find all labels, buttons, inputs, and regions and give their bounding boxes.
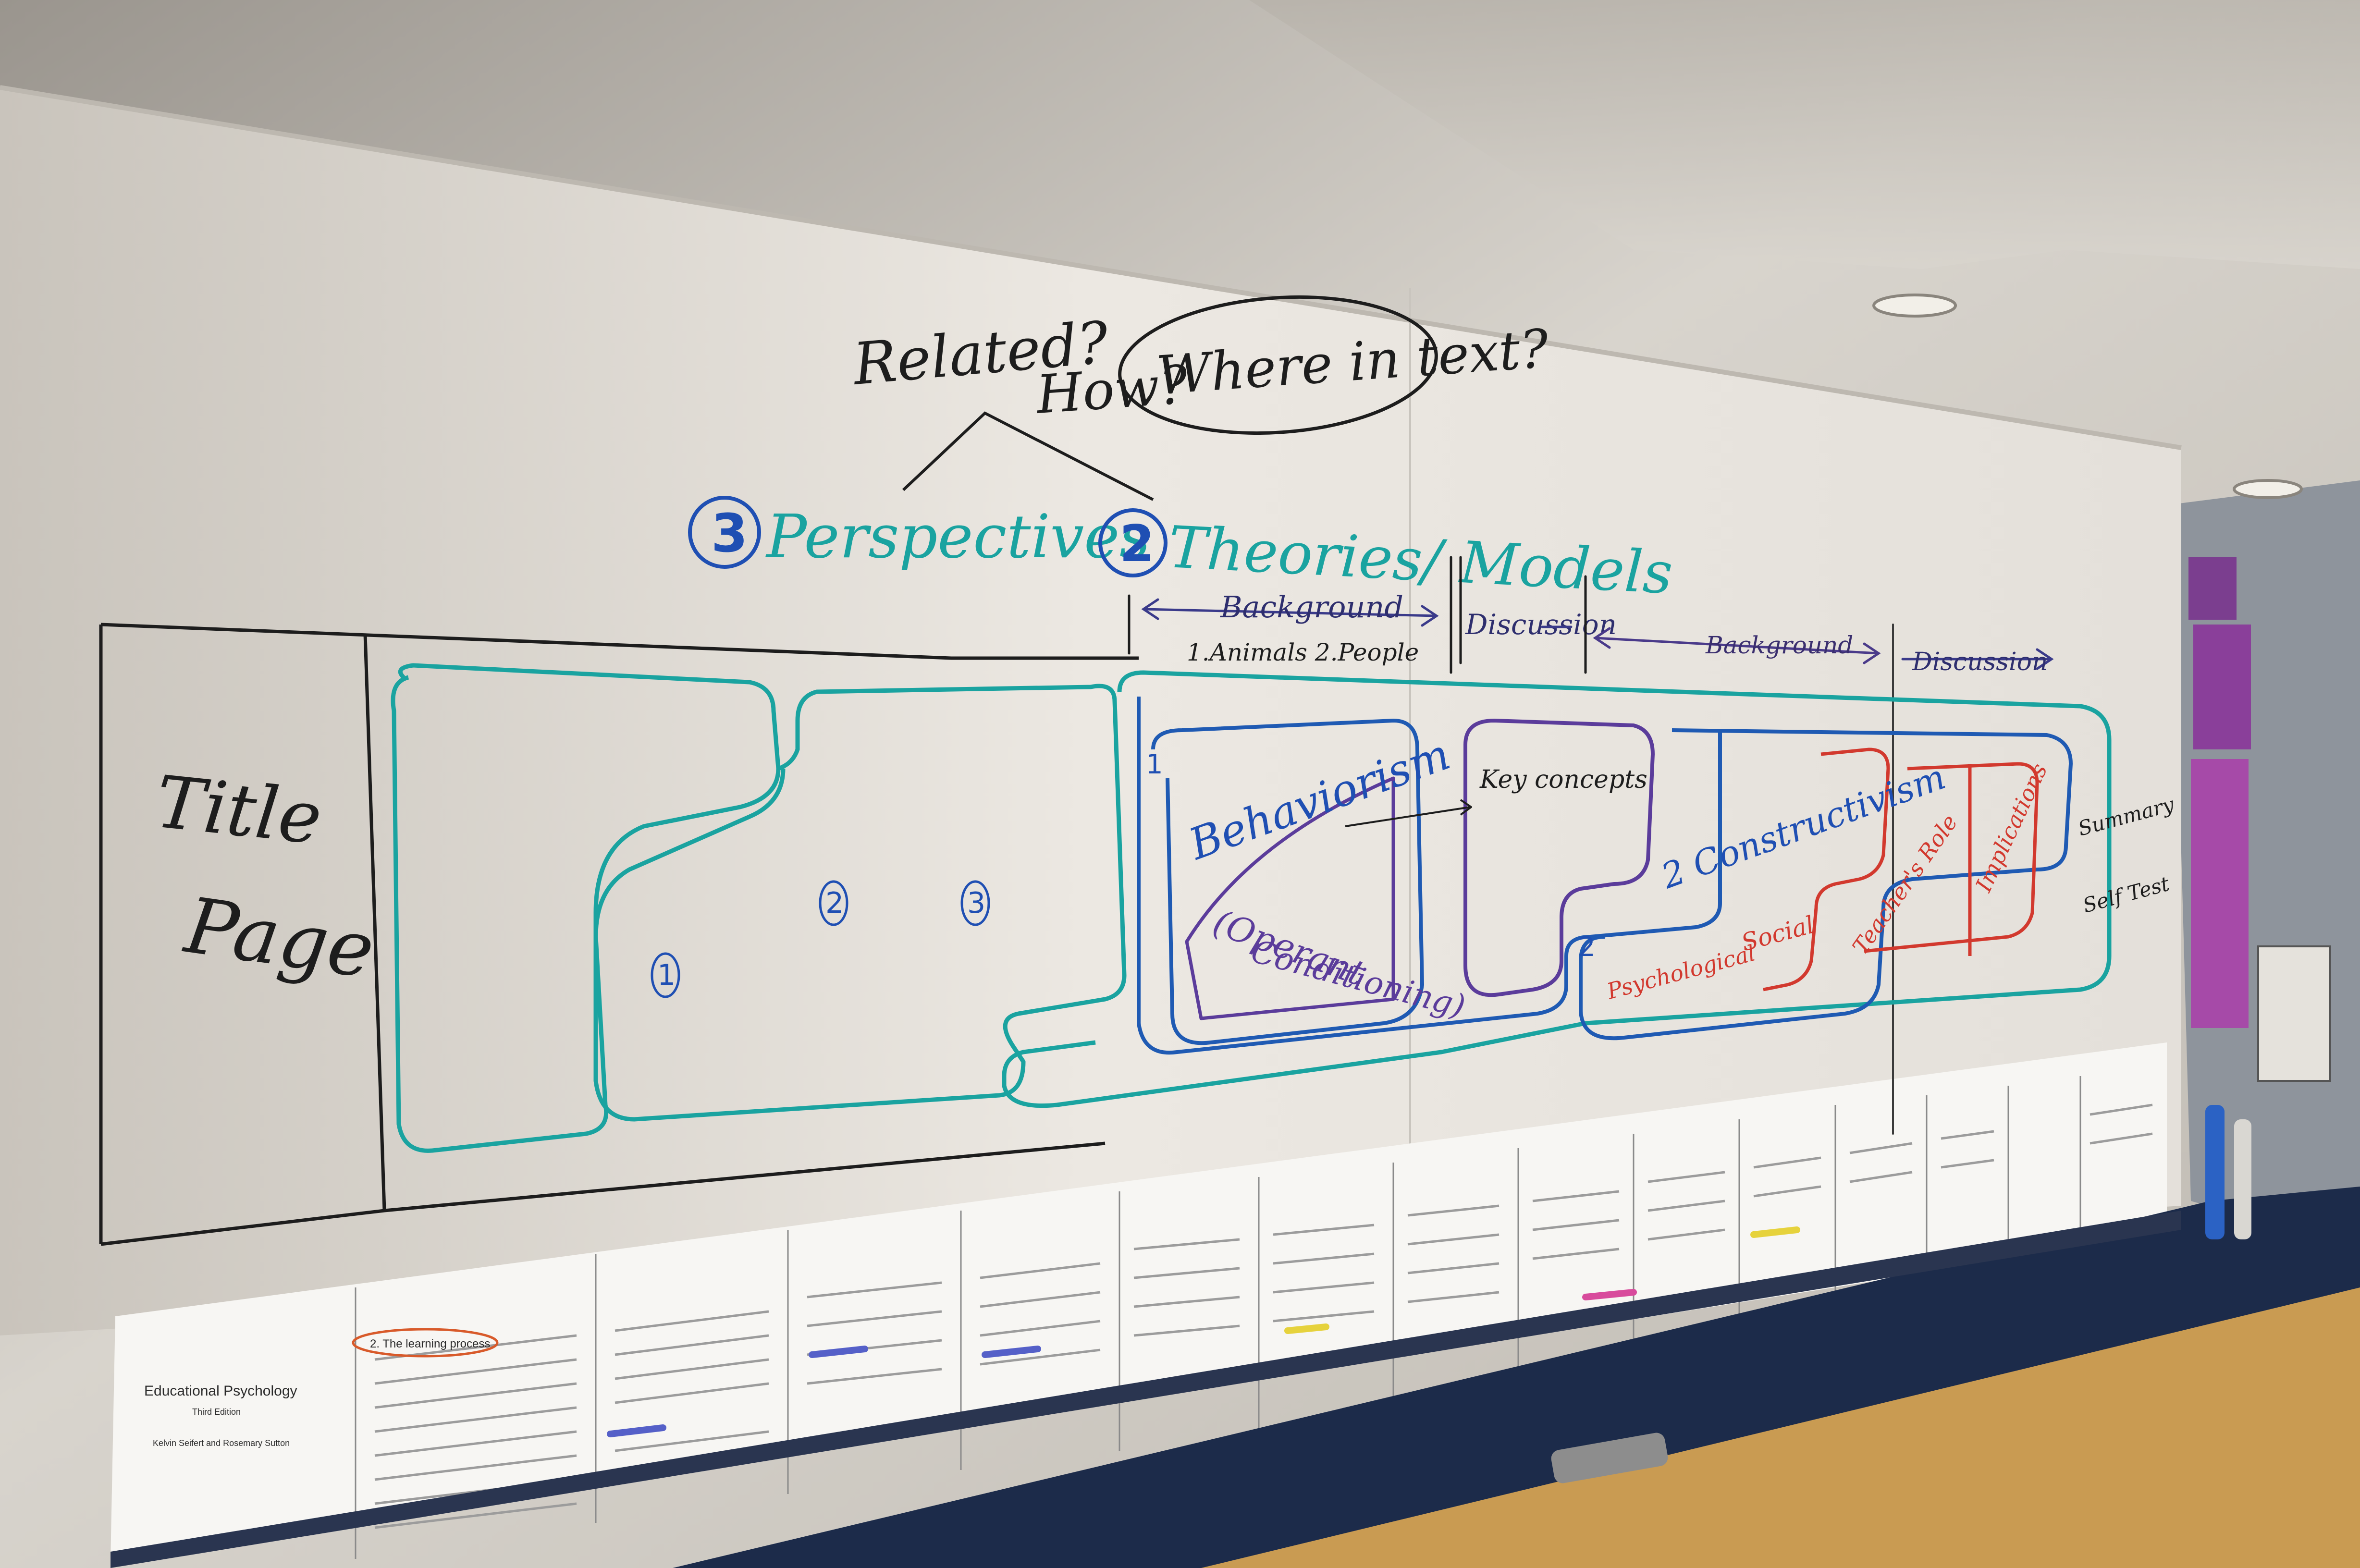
label-key-concepts: Key concepts — [1479, 765, 1647, 794]
perspective-number-3: 3 — [967, 886, 985, 920]
note-bracket — [902, 411, 1154, 501]
printout-section: 2. The learning process — [370, 1337, 490, 1350]
perspectives-number: 3 — [711, 502, 748, 564]
desk-top — [673, 1187, 2360, 1568]
marker-pen — [2205, 1105, 2225, 1239]
whiteboard-frame-top — [0, 85, 2182, 450]
perspectives-heading: Perspectives — [765, 502, 1150, 572]
note-where-circle — [1118, 295, 1438, 435]
ceiling-light-2 — [2233, 479, 2303, 499]
perspective-number-1: 1 — [657, 958, 676, 992]
theories-number: 2 — [1119, 514, 1155, 573]
whiteboard — [0, 86, 2181, 1335]
theories-number-circle — [1098, 508, 1168, 577]
printout-edition: Third Edition — [192, 1407, 241, 1417]
label-background-2: Background — [1705, 631, 1853, 659]
label-background-1: Background — [1220, 589, 1403, 625]
marker-tray — [111, 1211, 2181, 1568]
printout-authors: Kelvin Seifert and Rosemary Sutton — [153, 1438, 290, 1448]
section-circle — [352, 1328, 499, 1358]
perspective-number-2: 2 — [825, 886, 844, 920]
poster-1 — [2188, 557, 2237, 620]
printout-title: Educational Psychology — [144, 1383, 297, 1399]
ceiling-light-1 — [1872, 294, 1957, 318]
marker-pen-2 — [2234, 1119, 2251, 1239]
note-how: How? — [1033, 354, 1190, 426]
theory-inner-shapes — [1185, 747, 2039, 1020]
label-discussion-1: Discussion — [1465, 608, 1617, 641]
perspectives-number-circle — [688, 496, 761, 569]
title-page-line1: Title — [152, 760, 325, 861]
theory-number-1: 1 — [1146, 749, 1163, 780]
printout-cover-page: Educational Psychology Third Edition Kel… — [144, 1328, 499, 1448]
poster-4 — [2257, 945, 2331, 1082]
theory-number-2: 2 — [1578, 931, 1596, 963]
label-discussion-2: Discussion — [1912, 648, 2048, 676]
ceiling-soffit — [1249, 0, 2360, 269]
perspective-shapes — [391, 663, 2112, 1153]
label-background-1-sub: 1.Animals 2.People — [1187, 638, 1419, 666]
poster-2 — [2193, 625, 2251, 749]
outline-frame — [99, 623, 1139, 1246]
arrow-row: Background 1.Animals 2.People Discussion… — [1128, 556, 2054, 1135]
highlighter-marks — [607, 1226, 1800, 1437]
perspective-numbers: 1 2 3 — [651, 880, 990, 998]
poster-3 — [2191, 759, 2249, 1028]
theory-shapes — [1137, 697, 2073, 1055]
eraser — [1551, 1433, 1668, 1483]
